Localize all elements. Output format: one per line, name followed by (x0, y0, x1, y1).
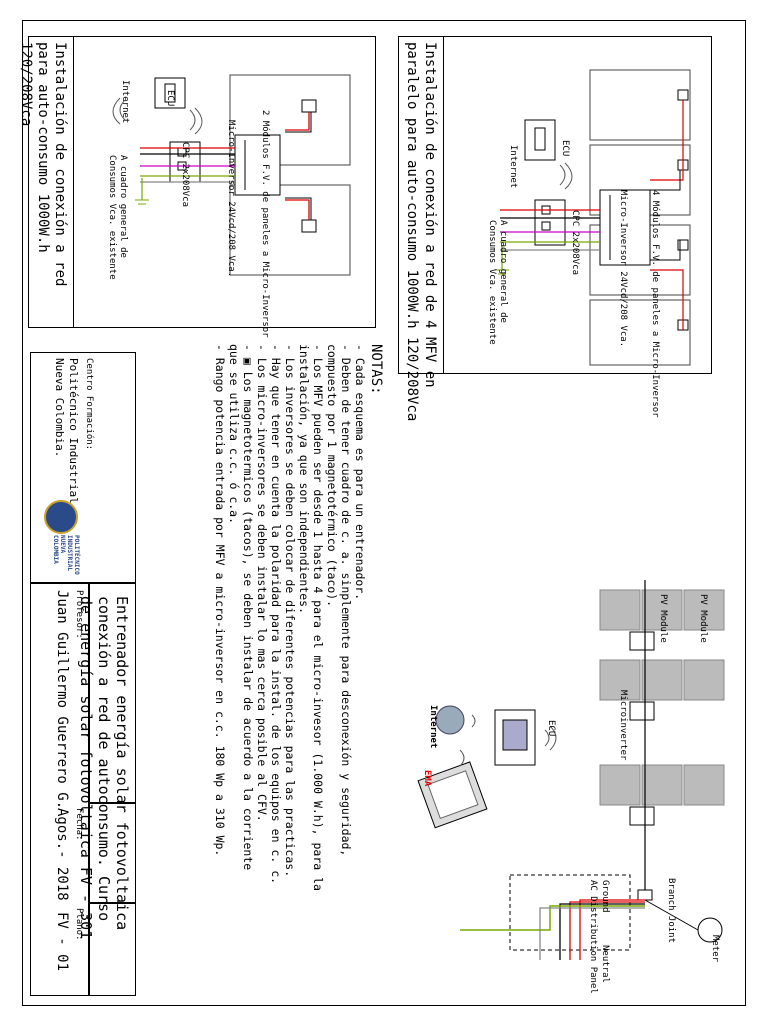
fecha-value: Agos.- 2018 (54, 808, 70, 901)
ref-label-internet: Internet (428, 705, 438, 749)
note-line: - Rango potencia entrada por MFV a micro… (213, 344, 227, 857)
notes-heading: NOTAS: (368, 344, 384, 395)
main-title-line2: conexión a red de autoconsumo. Curso (95, 596, 113, 922)
left-label-micro: Micro-Inversor 24Vcd/208 Vca. (226, 120, 236, 278)
ref-label-micro: Microinverter (618, 690, 628, 761)
right-wiring-diagram (495, 69, 691, 366)
left-label-modules: 2 Módulos F.V. de paneles a Micro-Invers… (260, 110, 270, 338)
left-wiring-diagram (112, 74, 351, 276)
school-logo (44, 500, 78, 534)
note-line: - Cada esquema es para un entrenador. (353, 344, 367, 601)
title-block-fecha (88, 802, 136, 904)
right-label-internet: Internet (508, 145, 518, 189)
right-label-micro: Micro-Inversor 24Vcd/208 Vca. (618, 190, 628, 348)
ref-label-ema: EMA (422, 770, 432, 787)
left-label-cpc: CPC 2x208Vca (180, 142, 190, 208)
ref-label-acpanel: AC Distribution Panel (588, 880, 598, 994)
profesor-label: Profesor: (74, 590, 84, 639)
school-logo-text: POLITÉCNICO INDUSTRIAL NUEVA COLOMBIA (52, 535, 80, 575)
right-label-ecu: ECU (560, 140, 570, 157)
reference-system-diagram (417, 580, 725, 960)
left-panel-title: Instalación de conexión a red para auto-… (18, 42, 68, 287)
ref-label-pv1: PV Module (698, 594, 708, 643)
left-label-cuadro: A cuadro general de Consumos Vca. existe… (107, 155, 128, 280)
main-title-line3: de energía solar fotovoltaica FV - 301 (77, 596, 95, 940)
plano-value: FV - 01 (54, 912, 70, 972)
ref-label-ecu: ECU (546, 720, 556, 737)
ref-label-pv2: PV Module (658, 594, 668, 643)
right-panel-title-box (398, 36, 444, 374)
ref-label-ground: Ground (600, 880, 610, 913)
fecha-label: Fecha: (74, 808, 84, 841)
title-block-main-title (30, 582, 90, 996)
note-line: - Los MFV pueden ser desde 1 hasta 4 par… (311, 344, 325, 891)
ref-label-neutral: Neutral (600, 945, 610, 983)
ref-label-meter: Meter (710, 935, 720, 963)
note-line: instalación, ya que son independientes. (297, 344, 311, 615)
centro-label: Centro Formación: (84, 358, 94, 451)
note-line: que se utiliza c.c. ó c.a. (227, 344, 241, 525)
right-panel-title-line1: Instalación de conexión a red de 4 MFV e… (422, 42, 438, 388)
left-label-internet: Internet (120, 80, 130, 124)
ref-label-branch: Branch Joint (666, 878, 676, 944)
note-line: - ▣ Los magnetotermicos (tacos), se debe… (241, 344, 255, 871)
profesor-name: Juan Guillermo Guerrero G. (54, 590, 70, 810)
title-block-centro (30, 352, 136, 584)
note-line: compuesto por 1 magnetotérmico (taco). (325, 344, 339, 608)
plano-label: Plano: (74, 908, 84, 941)
note-line: - Hay que tener en cuenta la polaridad p… (269, 344, 283, 885)
centro-line1: Politécnico Industrial (67, 358, 80, 504)
note-line: - Deben de tener cuadro de c. a. sinplem… (339, 344, 353, 857)
left-panel-title-box (28, 36, 74, 328)
title-block-profesor (88, 582, 136, 804)
right-label-modules: 4 Módulos F.V. de paneles a Micro-Invers… (650, 190, 660, 418)
right-label-cuadro: A cuadro general de Consumos Vca. existe… (487, 220, 508, 345)
right-label-cpc: CPC 2x208Vca (570, 210, 580, 276)
right-panel-title-line2: paralelo para auto-consumo 1000W.h 120/2… (404, 42, 420, 422)
left-label-ecu: ECU (165, 90, 175, 107)
drawing-border (22, 20, 746, 1006)
note-line: - Los micro-inversores se deben instalar… (255, 344, 269, 822)
main-title-line1: Entrenador energía solar fotovoltaica (113, 596, 131, 931)
note-line: - Los inversores se deben colocar de dif… (283, 344, 297, 878)
centro-line2: Nueva Colombia. (53, 358, 66, 458)
title-block-plano (88, 902, 136, 996)
